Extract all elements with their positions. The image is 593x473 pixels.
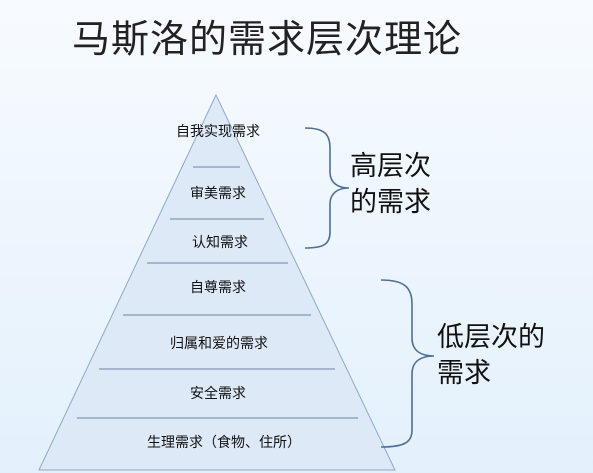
level-esteem: 自尊需求 [190,279,246,296]
level-safety: 安全需求 [190,385,246,402]
level-physiological: 生理需求（食物、住所） [147,434,301,451]
low-level-brace [380,279,435,448]
pyramid-shape [38,93,396,471]
level-aesthetic: 审美需求 [190,186,246,202]
high-level-label-line2: 的需求 [350,187,431,218]
level-cognitive: 认知需求 [192,234,248,251]
high-level-label-line1: 高层次 [350,151,431,182]
high-level-brace [304,127,350,249]
level-belonging-love: 归属和爱的需求 [170,335,268,352]
low-level-label-line2: 需求 [437,358,491,389]
page-title: 马斯洛的需求层次理论 [72,17,463,61]
level-self-actualization: 自我实现需求 [176,124,260,140]
low-level-label-line1: 低层次的 [437,322,545,353]
